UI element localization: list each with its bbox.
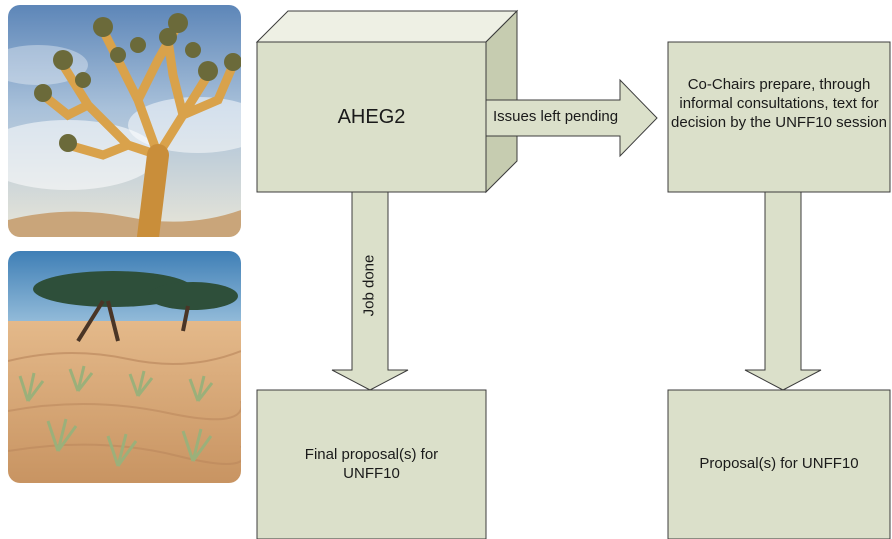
final-proposal-box bbox=[256, 389, 487, 539]
cochairs-label: Co-Chairs prepare, through informal cons… bbox=[671, 76, 887, 131]
proposal-box bbox=[667, 389, 891, 539]
photo-quiver-tree bbox=[8, 5, 241, 237]
cochairs-box bbox=[667, 41, 891, 193]
job-done-arrow bbox=[331, 191, 409, 391]
issues-pending-arrow bbox=[485, 78, 658, 158]
aheg2-label: AHEG2 bbox=[337, 105, 406, 128]
aheg2-box-front bbox=[256, 41, 487, 193]
issues-pending-label: Issues left pending bbox=[493, 108, 619, 125]
proposal-label: Proposal(s) for UNFF10 bbox=[699, 455, 859, 473]
photo-desert-acacia bbox=[8, 251, 241, 483]
job-done-label: Job done bbox=[360, 254, 378, 317]
final-proposal-label: Final proposal(s) for UNFF10 bbox=[304, 445, 439, 482]
aheg2-box-top bbox=[255, 10, 519, 43]
cochairs-to-proposal-arrow bbox=[744, 191, 822, 391]
